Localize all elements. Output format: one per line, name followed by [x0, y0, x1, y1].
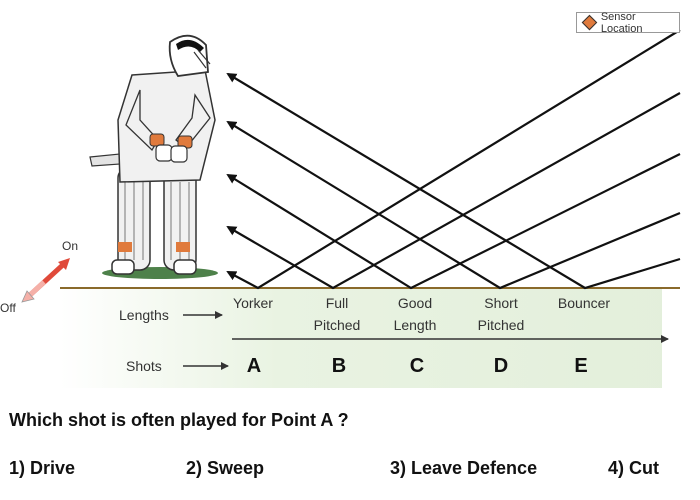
lengths-row-label: Lengths — [119, 307, 169, 323]
trajectory-bouncer — [226, 72, 681, 290]
shot-label-d: D — [494, 355, 508, 377]
batsman-illustration — [89, 34, 218, 279]
length-label-full-2: Pitched — [314, 317, 361, 333]
trajectory-yorker — [226, 29, 681, 290]
option-4[interactable]: 4) Cut — [608, 458, 659, 478]
length-label-good-2: Length — [394, 317, 437, 333]
legend-label: Sensor Location — [600, 10, 643, 35]
length-label-yorker: Yorker — [233, 295, 273, 311]
trajectory-good — [226, 153, 681, 290]
on-off-direction-arrow — [21, 258, 70, 303]
length-label-short: Short — [484, 295, 518, 311]
sensor-location-legend: Sensor Location — [576, 10, 680, 35]
length-label-full: Full — [326, 295, 349, 311]
shots-row-label: Shots — [126, 358, 162, 374]
on-label: On — [62, 239, 78, 253]
length-label-bouncer: Bouncer — [558, 295, 610, 311]
length-label-good: Good — [398, 295, 432, 311]
shot-label-b: B — [332, 355, 346, 377]
diamond-icon — [581, 14, 598, 31]
cricket-length-diagram: On Off Lengths Shots Yorker Full Pitched… — [0, 29, 681, 388]
length-label-short-2: Pitched — [478, 317, 525, 333]
pitch-band — [60, 288, 680, 388]
shot-label-e: E — [574, 355, 587, 377]
question-text: Which shot is often played for Point A ? — [9, 410, 349, 430]
trajectory-full — [226, 92, 681, 290]
off-label: Off — [0, 301, 16, 315]
trajectory-short — [226, 120, 681, 290]
ball-trajectories — [226, 29, 681, 290]
option-2[interactable]: 2) Sweep — [186, 458, 265, 478]
shot-label-a: A — [247, 355, 261, 377]
option-1[interactable]: 1) Drive — [9, 458, 76, 478]
option-3[interactable]: 3) Leave Defence — [390, 458, 538, 478]
shot-label-c: C — [410, 355, 424, 377]
